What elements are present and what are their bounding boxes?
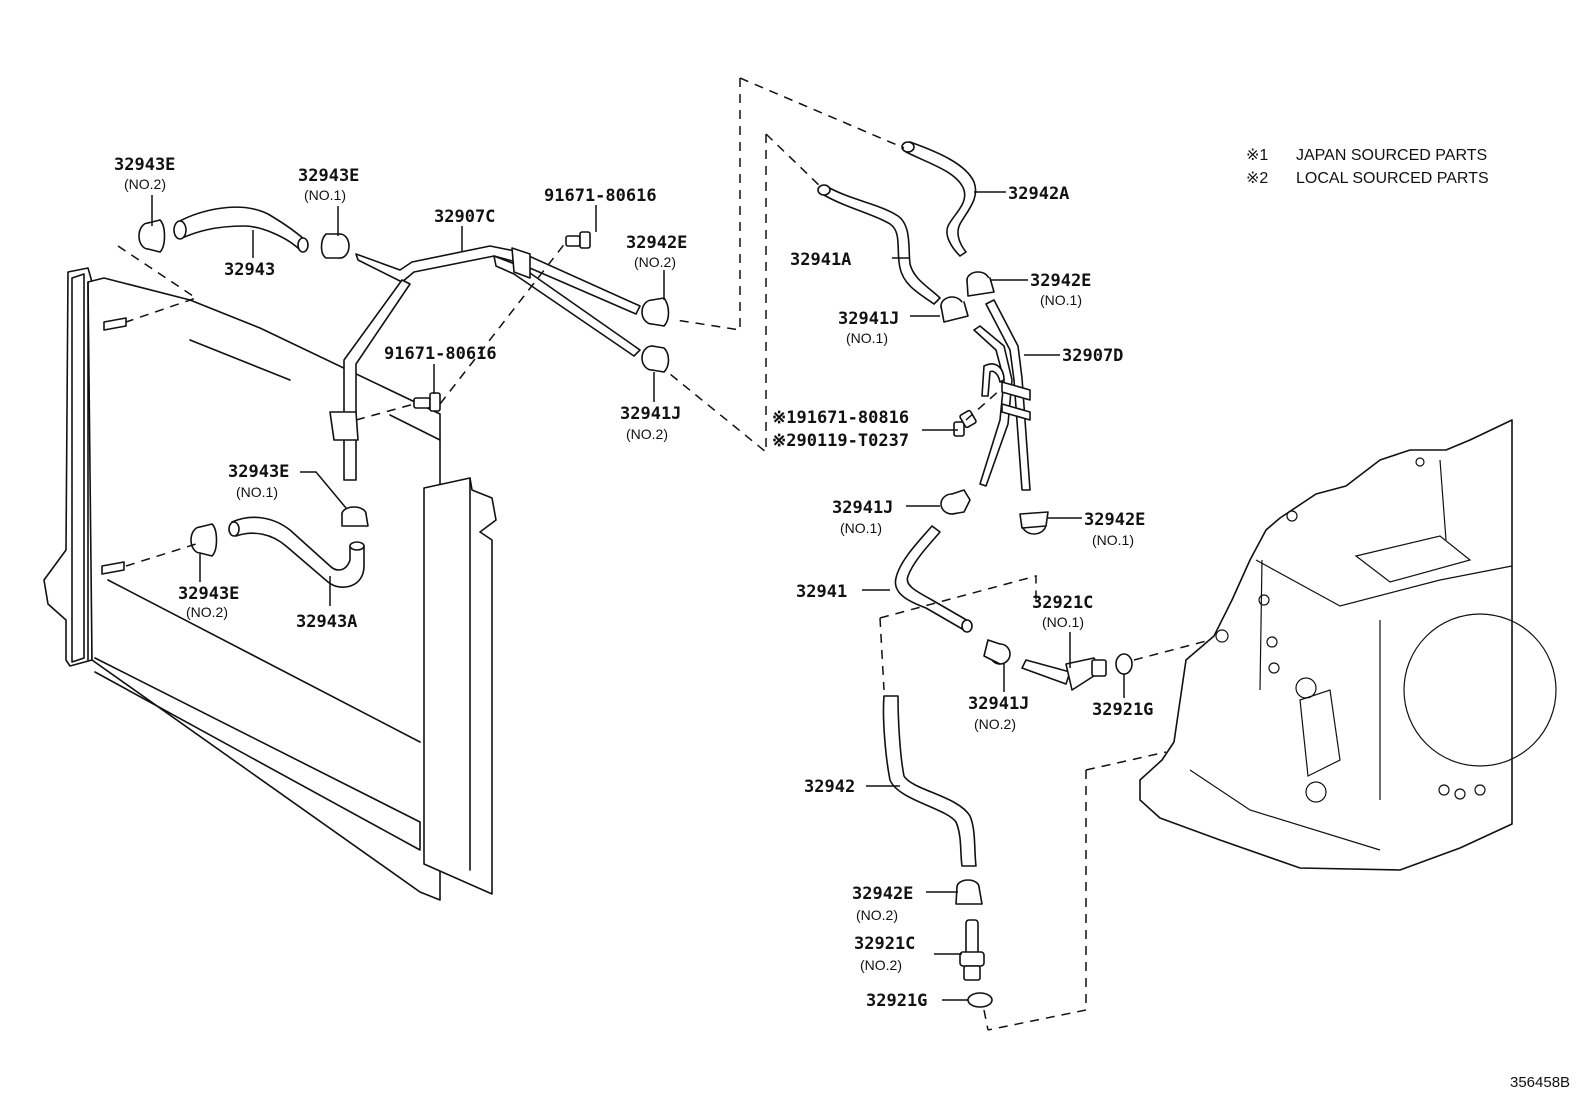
- clamp-32943E-no1-mid: [341, 506, 369, 527]
- callout-part-number: 32907C: [434, 207, 495, 227]
- callout-part-number: 32943E: [228, 462, 289, 482]
- callout-part-number: 32941A: [790, 250, 851, 270]
- assembly-lines: [117, 77, 1211, 1031]
- callout-qualifier: (NO.2): [186, 604, 228, 620]
- hose-32941: [894, 525, 973, 633]
- callout-qualifier: (NO.1): [1042, 614, 1084, 630]
- callout-part-number: ※290119-T0237: [772, 431, 909, 451]
- callout-part-number: 32921G: [1092, 700, 1153, 720]
- union-32921C-no2: [959, 919, 985, 981]
- callout-part-number: 32941J: [838, 309, 899, 329]
- callout-part-number: 32943: [224, 260, 275, 280]
- clamp-32941J-no1-mid: [940, 489, 971, 515]
- legend-text: JAPAN SOURCED PARTS: [1296, 147, 1487, 164]
- callout-part-number: 32942E: [1030, 271, 1091, 291]
- clamp-32943E-no2-bottom: [190, 523, 218, 557]
- callouts: 32943E (NO.2) 32943E (NO.1) 32943 32907C…: [114, 155, 1153, 1011]
- leader-lines: [151, 191, 1125, 1001]
- clamp-32943E-no1-top: [320, 233, 350, 259]
- gasket-32921G-no1: [1115, 653, 1133, 675]
- hose-32943A: [228, 516, 365, 588]
- callout-part-number: 32921C: [854, 934, 915, 954]
- illustration-id: 356458B: [1510, 1074, 1570, 1091]
- union-32921C-no1: [1021, 657, 1107, 691]
- clamp-32941J-no1-top: [940, 296, 969, 323]
- legend-mark: ※2: [1246, 170, 1268, 187]
- callout-part-number: 32921G: [866, 991, 927, 1011]
- callout-part-number: ※191671-80816: [772, 408, 909, 428]
- callout-part-number: 32943E: [114, 155, 175, 175]
- callout-qualifier: (NO.1): [1092, 532, 1134, 548]
- gasket-32921G-no2: [967, 992, 993, 1008]
- hose-32943: [173, 206, 309, 253]
- callout-part-number: 91671-80616: [384, 344, 497, 364]
- legend-mark: ※1: [1246, 147, 1268, 164]
- bolt-91671-80616-b: [413, 392, 441, 412]
- callout-part-number: 32942E: [626, 233, 687, 253]
- callout-part-number: 32942E: [1084, 510, 1145, 530]
- clamp-32942E-no2-bottom: [955, 879, 983, 905]
- callout-part-number: 32907D: [1062, 346, 1123, 366]
- tube-32907D: [973, 299, 1031, 491]
- hose-32942A: [901, 141, 977, 257]
- hose-32942: [882, 695, 977, 867]
- clamp-32942E-no1-top: [966, 271, 995, 297]
- tube-32907C: [329, 245, 641, 481]
- bolt-91671-80616-a: [565, 231, 591, 249]
- clamp-32942E-no1-mid: [1019, 511, 1049, 535]
- callout-part-number: 32943A: [296, 612, 357, 632]
- callout-qualifier: (NO.1): [1040, 292, 1082, 308]
- callout-part-number: 32941J: [832, 498, 893, 518]
- clamp-32941J-no2-bottom: [983, 639, 1011, 665]
- callout-part-number: 32941J: [968, 694, 1029, 714]
- callout-part-number: 91671-80616: [544, 186, 657, 206]
- callout-qualifier: (NO.1): [846, 330, 888, 346]
- callout-qualifier: (NO.2): [626, 426, 668, 442]
- legend-text: LOCAL SOURCED PARTS: [1296, 170, 1489, 187]
- clamp-32943E-no2-top: [138, 219, 166, 253]
- legend: ※1 JAPAN SOURCED PARTS ※2 LOCAL SOURCED …: [1246, 147, 1489, 187]
- callout-qualifier: (NO.2): [856, 907, 898, 923]
- callout-part-number: 32921C: [1032, 593, 1093, 613]
- callout-qualifier: (NO.2): [124, 176, 166, 192]
- clamp-32942E-no2-top: [641, 297, 670, 327]
- bolt-91671-80816: [953, 409, 977, 437]
- callout-part-number: 32942: [804, 777, 855, 797]
- callout-part-number: 32942A: [1008, 184, 1069, 204]
- callout-part-number: 32943E: [178, 584, 239, 604]
- callout-part-number: 32943E: [298, 166, 359, 186]
- callout-qualifier: (NO.1): [840, 520, 882, 536]
- callout-qualifier: (NO.1): [304, 187, 346, 203]
- callout-qualifier: (NO.2): [860, 957, 902, 973]
- callout-qualifier: (NO.1): [236, 484, 278, 500]
- callout-qualifier: (NO.2): [634, 254, 676, 270]
- callout-qualifier: (NO.2): [974, 716, 1016, 732]
- callout-part-number: 32941J: [620, 404, 681, 424]
- callout-part-number: 32941: [796, 582, 847, 602]
- transmission-case: [1139, 419, 1557, 871]
- clamp-32941J-no2-top: [641, 345, 670, 373]
- hose-32941A: [817, 184, 941, 305]
- callout-part-number: 32942E: [852, 884, 913, 904]
